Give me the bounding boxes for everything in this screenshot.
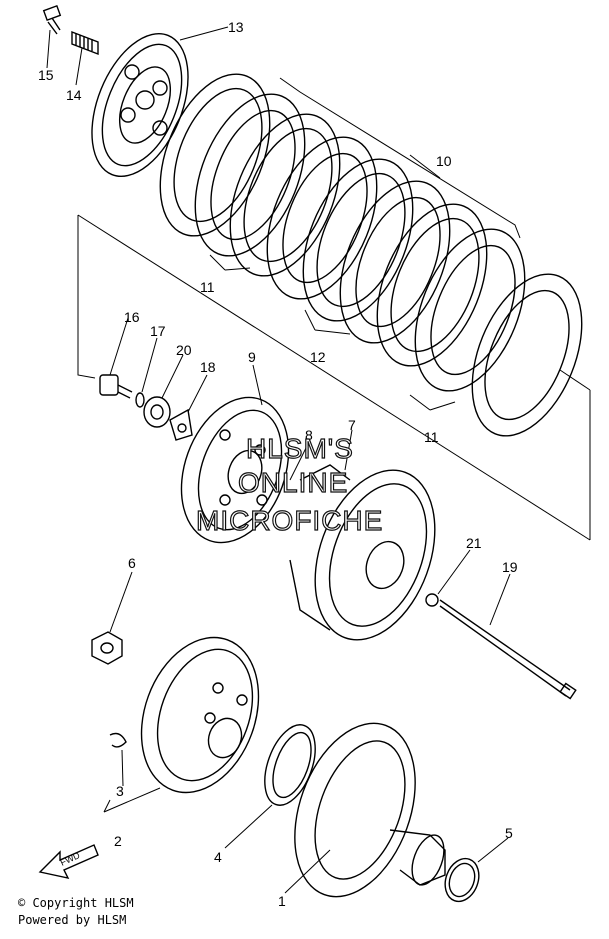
part-4-bearing [264,724,316,806]
callout-brackets [77,77,591,541]
callout-15: 15 [38,67,54,83]
part-17-washer [135,392,145,408]
part-21-ball [425,593,439,607]
callout-numbers: 13 14 15 10 11 12 11 16 17 20 18 9 8 7 6… [38,19,518,909]
callout-18: 18 [200,359,216,375]
callout-6: 6 [128,555,136,571]
callout-11-a: 11 [200,279,215,295]
watermark-line-2: ONLINE [238,467,348,498]
callout-10: 10 [436,153,452,169]
callout-21: 21 [466,535,482,551]
callout-7: 7 [348,417,356,433]
callout-16: 16 [124,309,140,325]
part-7-clutch-housing [289,464,436,641]
callout-14: 14 [66,87,82,103]
part-20-push-rod [439,599,577,700]
callout-12: 12 [310,349,326,365]
callout-2: 2 [114,833,122,849]
part-18-lock-washer [169,408,193,441]
leader-lines [46,26,511,894]
fwd-arrow-icon [38,844,99,879]
callout-13: 13 [228,19,244,35]
clutch-plate-stack [159,73,583,437]
callout-9: 9 [248,349,256,365]
part-15-bolt [42,5,62,35]
part-14-stud [71,30,99,56]
watermark-line-3: MICROFICHE [196,505,383,536]
copyright-text: © Copyright HLSM [18,896,134,910]
callout-8: 8 [305,427,313,443]
part-19-nut [143,396,171,428]
callout-3: 3 [116,783,124,799]
part-1-clutch-drum [294,722,446,898]
callout-1: 1 [278,893,286,909]
callout-4: 4 [214,849,222,865]
part-3-clip [109,732,127,748]
part-6-nut [91,631,123,665]
callout-5: 5 [505,825,513,841]
watermark-line-1: HLSM'S [246,433,354,464]
callout-11-b: 11 [424,429,439,445]
part-13-pressure-plate [91,33,189,177]
powered-by-text: Powered by HLSM [18,913,127,927]
callout-19: 20 [176,342,192,358]
part-2-clutch-carrier [140,636,260,794]
callout-20: 19 [502,559,518,575]
callout-17: 17 [150,323,166,339]
part-5-o-ring [444,857,480,903]
watermark: HLSM'S ONLINE MICROFICHE [195,432,383,536]
part-16-bolt [99,374,133,399]
